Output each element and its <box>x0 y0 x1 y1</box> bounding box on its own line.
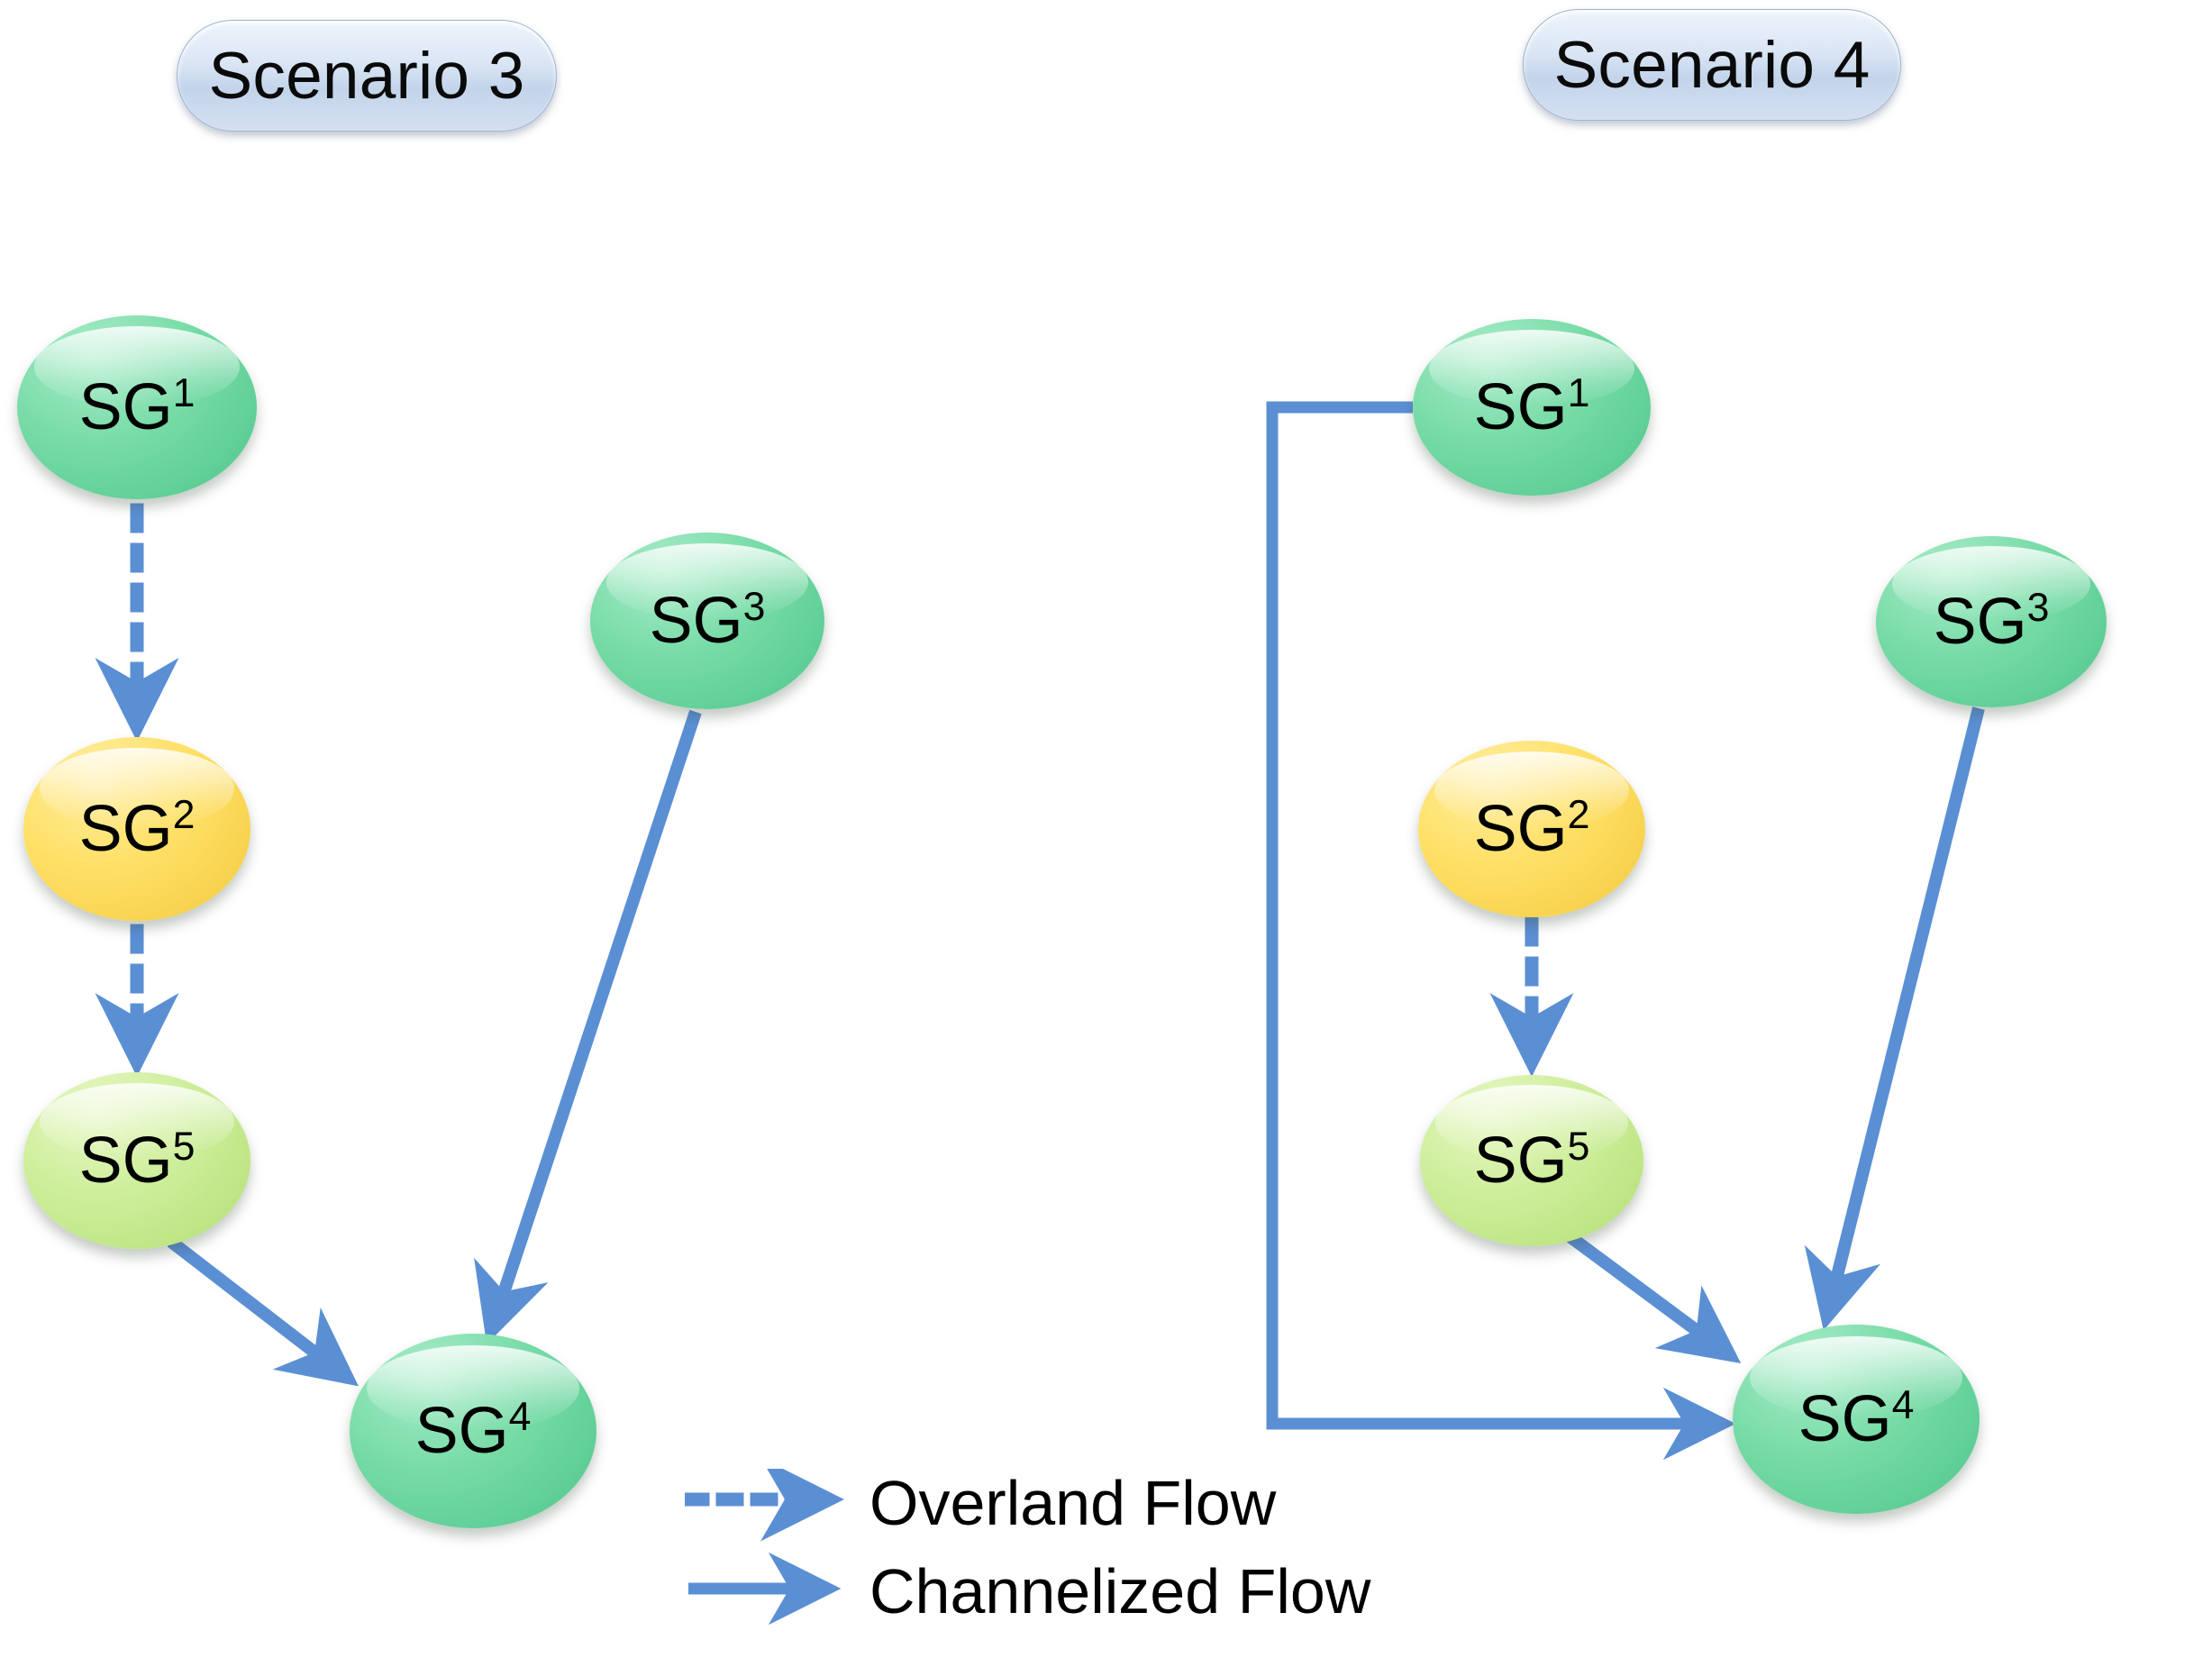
node-label: SG2 <box>78 793 196 865</box>
node-s4-sg4[interactable]: SG4 <box>1733 1325 1980 1514</box>
node-s3-sg1[interactable]: SG1 <box>17 315 257 499</box>
node-label: SG5 <box>78 1125 196 1197</box>
node-s4-sg3[interactable]: SG3 <box>1876 536 2107 707</box>
node-label: SG1 <box>78 371 196 443</box>
node-label: SG3 <box>649 585 766 657</box>
legend-label-channelized: Channelized Flow <box>869 1556 1371 1626</box>
node-s4-sg1[interactable]: SG1 <box>1413 319 1651 496</box>
legend-swatches <box>685 1469 845 1626</box>
edge-s3-sg5-sg4 <box>167 1236 359 1387</box>
node-label: SG5 <box>1473 1125 1590 1197</box>
node-s3-sg2[interactable]: SG2 <box>23 737 250 921</box>
node-s3-sg4[interactable]: SG4 <box>350 1334 596 1528</box>
node-label: SG1 <box>1473 371 1590 443</box>
scenario-4-title: Scenario 4 <box>1523 9 1901 121</box>
scenario-3-title: Scenario 3 <box>177 20 557 132</box>
node-s3-sg5[interactable]: SG5 <box>23 1072 250 1249</box>
node-label: SG4 <box>1798 1383 1915 1455</box>
node-s3-sg3[interactable]: SG3 <box>590 533 824 709</box>
node-s4-sg2[interactable]: SG2 <box>1418 741 1645 917</box>
node-label: SG3 <box>1933 586 2050 658</box>
node-s4-sg5[interactable]: SG5 <box>1420 1075 1643 1246</box>
edge-s4-sg1-sg4-bypass <box>1266 401 1736 1461</box>
legend-label-overland: Overland Flow <box>869 1468 1277 1538</box>
edge-s4-sg5-sg4 <box>1565 1231 1742 1364</box>
edge-s4-sg3-sg4 <box>1804 706 1985 1331</box>
node-label: SG4 <box>414 1395 532 1467</box>
edge-s3-sg3-sg4 <box>474 709 702 1344</box>
node-label: SG2 <box>1473 793 1590 865</box>
